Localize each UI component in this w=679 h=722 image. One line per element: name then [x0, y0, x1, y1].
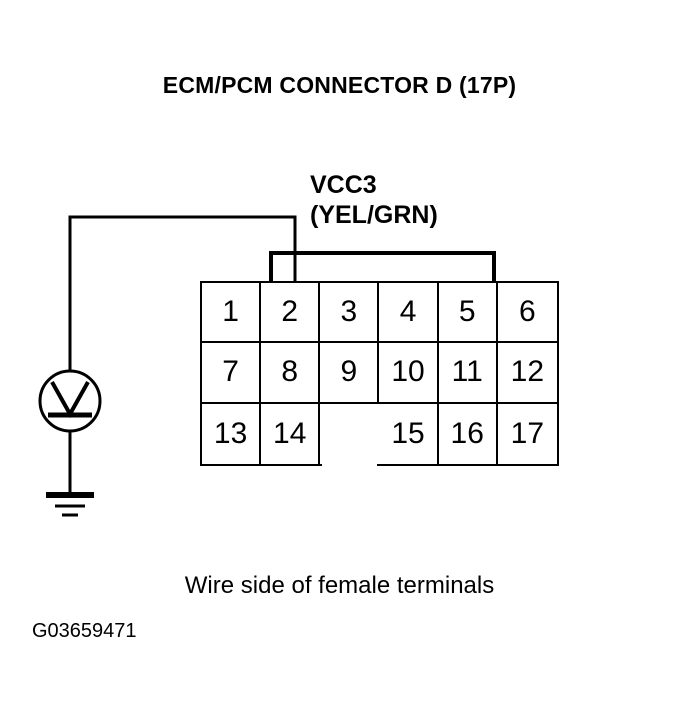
connector-latch-tab	[269, 251, 496, 285]
pin-cell[interactable]: 2	[261, 283, 321, 344]
voltmeter-circle	[38, 369, 102, 433]
signal-label: VCC3 (YEL/GRN)	[310, 170, 438, 230]
pin-cell[interactable]: 8	[261, 343, 321, 404]
pin-cell[interactable]: 4	[379, 283, 439, 344]
figure-caption: Wire side of female terminals	[184, 572, 495, 599]
connector-pin-grid: 1 2 3 4 5 6 7 8 9 10 11 12 13 14 15 16 1…	[202, 283, 557, 464]
pin-cell[interactable]: 6	[497, 283, 557, 344]
pin-row-2: 7 8 9 10 11 12	[202, 343, 557, 404]
pin-cell[interactable]: 7	[202, 343, 262, 404]
pin-cell[interactable]: 16	[438, 403, 498, 464]
pin-cell[interactable]: 13	[202, 403, 262, 464]
pin-cell[interactable]: 10	[379, 343, 439, 404]
pin-cell[interactable]: 5	[438, 283, 498, 344]
pin-row-3: 13 14 15 16 17	[202, 403, 557, 464]
pin-row-1: 1 2 3 4 5 6	[202, 283, 557, 344]
pin-cell[interactable]: 14	[261, 403, 321, 464]
pin-cell[interactable]: 17	[497, 403, 557, 464]
test-lead-wire	[68, 215, 297, 373]
pin-cell-blank	[320, 403, 380, 464]
figure-id: G03659471	[32, 620, 137, 642]
signal-wire-color: (YEL/GRN)	[310, 201, 438, 229]
signal-name: VCC3	[310, 171, 377, 199]
pin-cell[interactable]: 1	[202, 283, 262, 344]
pin-cell[interactable]: 3	[320, 283, 380, 344]
page-title: ECM/PCM CONNECTOR D (17P)	[162, 72, 517, 98]
pin-cell[interactable]: 9	[320, 343, 380, 404]
pin-cell[interactable]: 12	[497, 343, 557, 404]
pin-cell[interactable]: 15	[379, 403, 439, 464]
pin-cell[interactable]: 11	[438, 343, 498, 404]
